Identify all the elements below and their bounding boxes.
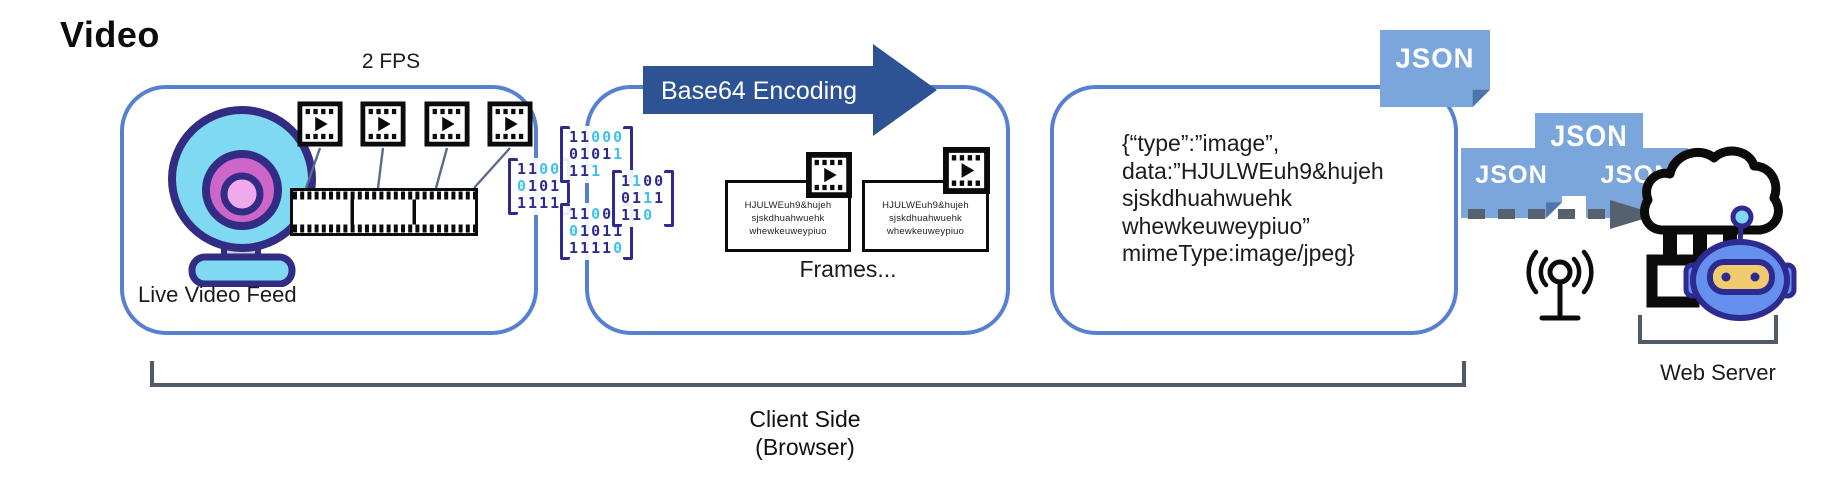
webcam-icon — [168, 106, 316, 287]
json-badge-label: JSON — [1475, 161, 1547, 189]
client-side-label: Client Side (Browser) — [749, 406, 861, 460]
base64-encoding-label: Base64 Encoding — [661, 77, 857, 105]
cloud-icon — [1640, 146, 1783, 235]
frame-card: HJULWEuh9&hujeh sjskdhuahwuehk whewkeuwe… — [862, 180, 989, 252]
web-server-label: Web Server — [1660, 360, 1776, 385]
web-server-brace — [1638, 315, 1778, 344]
page-title: Video — [60, 14, 160, 55]
frames-label: Frames... — [799, 256, 897, 282]
robot-icon — [1683, 205, 1797, 321]
base64-encoding-arrow: Base64 Encoding — [643, 44, 937, 136]
client-side-brace — [150, 361, 1466, 387]
frame-connector-lines — [304, 147, 511, 189]
json-badge-label: JSON — [1396, 43, 1475, 74]
web-server-icon — [1640, 146, 1797, 321]
video-frame-icon — [806, 152, 852, 198]
filmstrip-icon — [290, 188, 478, 236]
fps-label: 2 FPS — [361, 50, 421, 73]
box-json-payload — [1050, 85, 1458, 335]
video-frame-icon — [360, 101, 406, 147]
json-payload-text: {“type”:”image”, data:”HJULWEuh9&hujeh s… — [1122, 130, 1384, 267]
dashed-arrow — [1468, 200, 1658, 229]
frame-card-text: HJULWEuh9&hujeh sjskdhuahwuehk whewkeuwe… — [744, 200, 832, 237]
antenna-icon — [1526, 249, 1594, 321]
json-badge-label: JSON — [1550, 119, 1628, 152]
live-video-feed-label: Live Video Feed — [138, 282, 297, 307]
video-frame-icon — [943, 147, 990, 194]
video-frame-icon — [297, 101, 343, 147]
json-badge: JSON — [1380, 30, 1490, 107]
video-frame-icon — [424, 101, 470, 147]
json-badge: JSON — [1461, 148, 1562, 218]
frame-card-text: HJULWEuh9&hujeh sjskdhuahwuehk whewkeuwe… — [882, 200, 969, 237]
video-frame-icon — [487, 101, 533, 147]
